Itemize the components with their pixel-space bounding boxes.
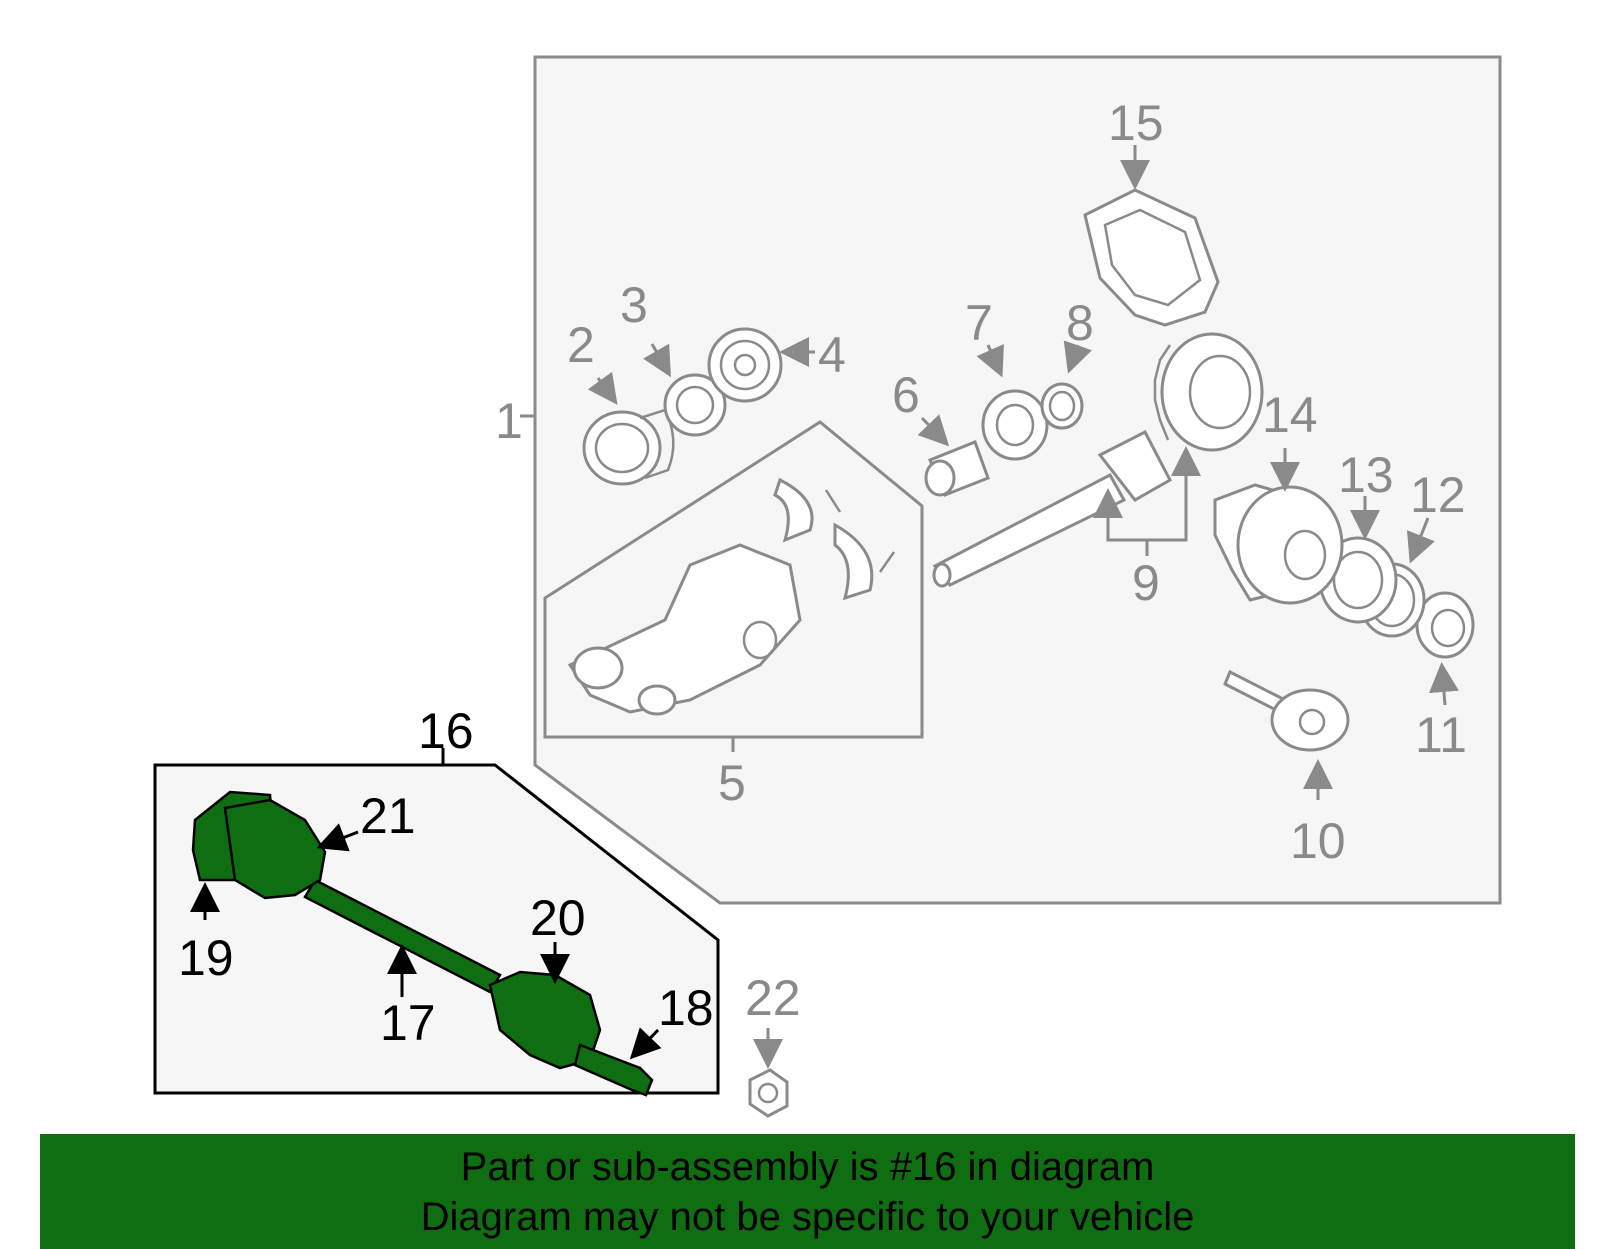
label-9: 9 [1132, 555, 1160, 611]
label-15: 15 [1108, 95, 1164, 151]
part-5-housing [567, 477, 896, 716]
label-11: 11 [1415, 707, 1467, 763]
label-3: 3 [620, 277, 648, 333]
info-banner: Part or sub-assembly is #16 in diagram D… [40, 1134, 1575, 1249]
part-9-pinion-gear [932, 332, 1264, 588]
label-1: 1 [495, 393, 523, 449]
part-4-bearing [707, 327, 783, 403]
label-2: 2 [567, 317, 595, 373]
part-17-shaft [303, 878, 502, 994]
part-2-flange [582, 408, 675, 486]
part-8-washer [1040, 382, 1084, 430]
label-22: 22 [745, 970, 801, 1026]
label-12: 12 [1410, 467, 1466, 523]
label-7: 7 [965, 295, 993, 351]
label-8: 8 [1066, 295, 1094, 351]
banner-line-2: Diagram may not be specific to your vehi… [420, 1194, 1195, 1239]
part-11-seal [1415, 591, 1475, 659]
part-10-stub-shaft [1223, 669, 1350, 752]
part-7-bearing [981, 389, 1049, 461]
part-3-seal [663, 373, 727, 437]
label-14: 14 [1262, 387, 1318, 443]
part-22-nut [748, 1068, 789, 1118]
part-21-inner-boot [223, 798, 327, 900]
banner-line-1: Part or sub-assembly is #16 in diagram [460, 1144, 1155, 1189]
part-6-sleeve [924, 440, 990, 497]
part-14-differential-case [1213, 483, 1344, 605]
label-6: 6 [892, 367, 920, 423]
label-20: 20 [530, 890, 586, 946]
label-17: 17 [380, 995, 436, 1051]
label-5: 5 [718, 755, 746, 811]
part-15-cover [1083, 188, 1220, 327]
label-19: 19 [178, 930, 234, 986]
label-10: 10 [1290, 813, 1346, 869]
label-18: 18 [658, 980, 714, 1036]
label-16: 16 [418, 703, 474, 759]
label-21: 21 [360, 788, 416, 844]
part-18-stub [573, 1043, 654, 1097]
label-13: 13 [1338, 447, 1394, 503]
label-4: 4 [818, 327, 846, 383]
axle-shaft-assembly [191, 790, 654, 1097]
part-20-outer-boot [488, 970, 602, 1070]
